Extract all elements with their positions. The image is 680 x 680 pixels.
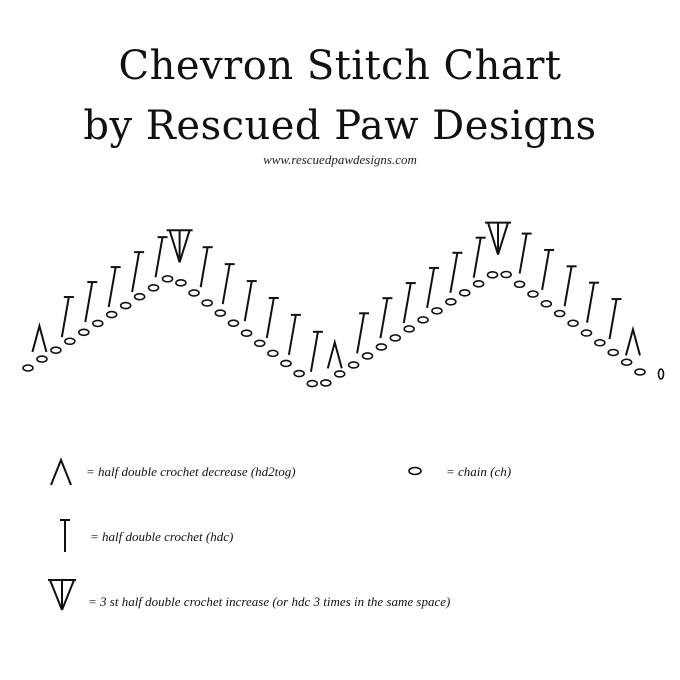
chain-stitch — [267, 349, 279, 358]
legend-increase-label: = 3 st half double crochet increase (or … — [88, 594, 451, 609]
hdc-stitch — [472, 236, 486, 278]
chain-stitch — [78, 328, 90, 337]
chart-title-line-2: by Rescued Paw Designs — [83, 103, 597, 149]
hdc-stitch — [309, 330, 323, 372]
hd2tog-stitch — [326, 338, 343, 369]
chain-stitch — [594, 338, 606, 347]
chain-stitch — [280, 359, 292, 368]
hdc-stitch — [287, 313, 301, 356]
chain-stitch — [306, 379, 319, 388]
hdc-increase-icon — [48, 579, 76, 611]
chain-stitch — [133, 292, 146, 301]
chain-stitch — [620, 358, 633, 367]
website-url: www.rescuedpawdesigns.com — [263, 152, 417, 167]
chain-stitch — [458, 289, 471, 297]
hdc-increase-stitch — [485, 221, 512, 255]
chain-stitch — [91, 319, 104, 328]
chain-stitch — [513, 280, 526, 289]
chain-stitch — [567, 319, 579, 328]
chain-stitch — [417, 316, 429, 324]
hdc-stitch — [199, 246, 213, 288]
hdc-stitch — [107, 266, 121, 308]
legend-chain-label: = chain (ch) — [446, 464, 512, 479]
hdc-stitch — [608, 298, 622, 340]
hdc-stitch — [84, 281, 98, 323]
chain-stitch — [540, 299, 553, 308]
chain-stitch — [105, 310, 118, 319]
hd2tog-icon — [50, 457, 72, 486]
hdc-stitch — [243, 280, 257, 322]
chain-stitch — [175, 279, 187, 287]
hdc-stitch — [265, 296, 279, 339]
chain-stitch — [240, 329, 253, 338]
chain-stitch — [657, 368, 665, 380]
chain-stitch — [214, 309, 227, 317]
hdc-stitch — [563, 265, 577, 307]
chain-stitch — [527, 290, 539, 298]
chain-stitch — [161, 275, 174, 283]
chain-stitch — [431, 307, 443, 315]
chain-stitch — [445, 298, 457, 306]
chain-stitch — [253, 339, 266, 348]
chain-stitch — [389, 334, 402, 342]
chain-stitch — [22, 364, 34, 372]
hdc-increase-stitch — [166, 229, 193, 263]
legend-hdc-label: = half double crochet (hdc) — [90, 529, 234, 544]
hdc-stitch — [426, 266, 440, 309]
chain-stitch — [320, 379, 332, 387]
chain-stitch — [553, 309, 566, 318]
chain-stitch — [119, 301, 132, 310]
hdc-stitch — [402, 282, 416, 324]
chain-stitch — [188, 289, 200, 297]
hd2tog-stitch — [31, 322, 48, 353]
chain-stitch — [375, 343, 388, 351]
chain-stitch — [634, 368, 646, 376]
chain-stitch — [50, 346, 62, 354]
chain-stitch — [227, 319, 240, 327]
hdc-stitch — [356, 312, 370, 354]
chain-stitch — [472, 280, 485, 288]
chain-stitch — [361, 352, 374, 360]
hdc-stitch — [131, 251, 145, 293]
hd2tog-stitch — [625, 325, 641, 356]
chain-stitch — [36, 355, 48, 363]
chain-icon — [408, 466, 422, 476]
chain-stitch — [500, 270, 512, 279]
chain-stitch — [607, 348, 620, 357]
hdc-stitch — [221, 263, 235, 305]
chain-stitch — [347, 361, 360, 369]
chain-stitch — [64, 337, 76, 346]
chevron-stitch-diagram — [22, 221, 665, 388]
chain-stitch — [147, 283, 160, 292]
hdc-stitch — [379, 297, 393, 339]
hdc-stitch — [586, 281, 600, 323]
chain-stitch — [486, 271, 499, 279]
hdc-stitch — [154, 236, 168, 278]
chain-stitch — [293, 369, 305, 378]
legend-decrease-label: = half double crochet decrease (hd2tog) — [86, 464, 296, 479]
hdc-stitch — [60, 296, 74, 338]
hdc-stitch — [518, 232, 532, 274]
hdc-stitch — [541, 248, 555, 291]
chain-stitch — [333, 370, 346, 378]
hdc-icon — [60, 519, 70, 552]
chain-stitch — [580, 329, 593, 337]
chart-title-line-1: Chevron Stitch Chart — [118, 43, 562, 89]
chain-stitch — [403, 325, 415, 333]
chain-stitch — [201, 299, 213, 307]
hdc-stitch — [449, 251, 463, 293]
